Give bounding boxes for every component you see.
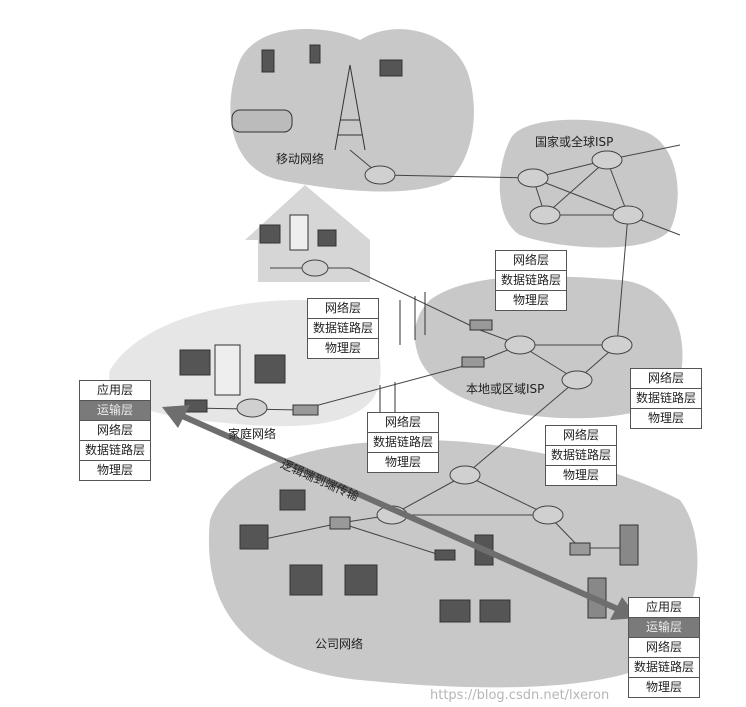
label-global-isp: 国家或全球ISP bbox=[535, 135, 614, 149]
router-stack-regional: 网络层 数据链路层 物理层 bbox=[630, 368, 703, 429]
layer-datalink: 数据链路层 bbox=[496, 270, 567, 290]
hosts bbox=[179, 44, 639, 623]
routers bbox=[236, 150, 644, 525]
layer-datalink: 数据链路层 bbox=[631, 388, 702, 408]
mobile-network-cloud bbox=[230, 28, 474, 192]
layer-datalink: 数据链路层 bbox=[308, 318, 379, 338]
cell-tower-icon bbox=[334, 64, 366, 151]
router-stack-home-lower: 网络层 数据链路层 物理层 bbox=[367, 412, 440, 473]
layer-network: 网络层 bbox=[385, 415, 422, 429]
layer-datalink: 数据链路层 bbox=[546, 445, 617, 465]
watermark: https://blog.csdn.net/lxeron bbox=[430, 688, 610, 703]
host-protocol-stack-left: 应用层 运输层 网络层 数据链路层 物理层 bbox=[79, 380, 152, 481]
router-stack-home-upper: 网络层 数据链路层 物理层 bbox=[307, 298, 380, 359]
layer-network: 网络层 bbox=[513, 253, 550, 267]
regional-isp-cloud bbox=[414, 276, 683, 419]
enterprise-network-cloud bbox=[208, 440, 698, 688]
layer-application: 应用层 bbox=[646, 600, 683, 614]
layer-physical: 物理层 bbox=[631, 408, 702, 428]
layer-application: 应用层 bbox=[97, 383, 134, 397]
layer-physical: 物理层 bbox=[546, 465, 617, 485]
layer-network: 网络层 bbox=[563, 428, 600, 442]
layer-datalink: 数据链路层 bbox=[80, 440, 151, 460]
layer-datalink: 数据链路层 bbox=[368, 432, 439, 452]
layer-transport: 运输层 bbox=[80, 400, 151, 420]
layer-network: 网络层 bbox=[80, 420, 151, 440]
utility-poles bbox=[379, 292, 426, 425]
router-stack-corp: 网络层 数据链路层 物理层 bbox=[545, 425, 618, 486]
label-home-network: 家庭网络 bbox=[228, 427, 277, 441]
label-regional-isp: 本地或区域ISP bbox=[466, 382, 545, 396]
layer-physical: 物理层 bbox=[629, 677, 700, 697]
layer-transport: 运输层 bbox=[629, 617, 700, 637]
layer-physical: 物理层 bbox=[368, 452, 439, 472]
layer-physical: 物理层 bbox=[496, 290, 567, 310]
layer-network: 网络层 bbox=[325, 301, 362, 315]
layer-datalink: 数据链路层 bbox=[629, 657, 700, 677]
host-protocol-stack-right: 应用层 运输层 网络层 数据链路层 物理层 bbox=[628, 597, 701, 698]
layer-network: 网络层 bbox=[648, 371, 685, 385]
layer-network: 网络层 bbox=[629, 637, 700, 657]
label-enterprise-network: 公司网络 bbox=[315, 637, 364, 651]
router-stack-isp: 网络层 数据链路层 物理层 bbox=[495, 250, 568, 311]
label-mobile-network: 移动网络 bbox=[276, 152, 325, 166]
layer-physical: 物理层 bbox=[308, 338, 379, 358]
layer-physical: 物理层 bbox=[80, 460, 151, 480]
